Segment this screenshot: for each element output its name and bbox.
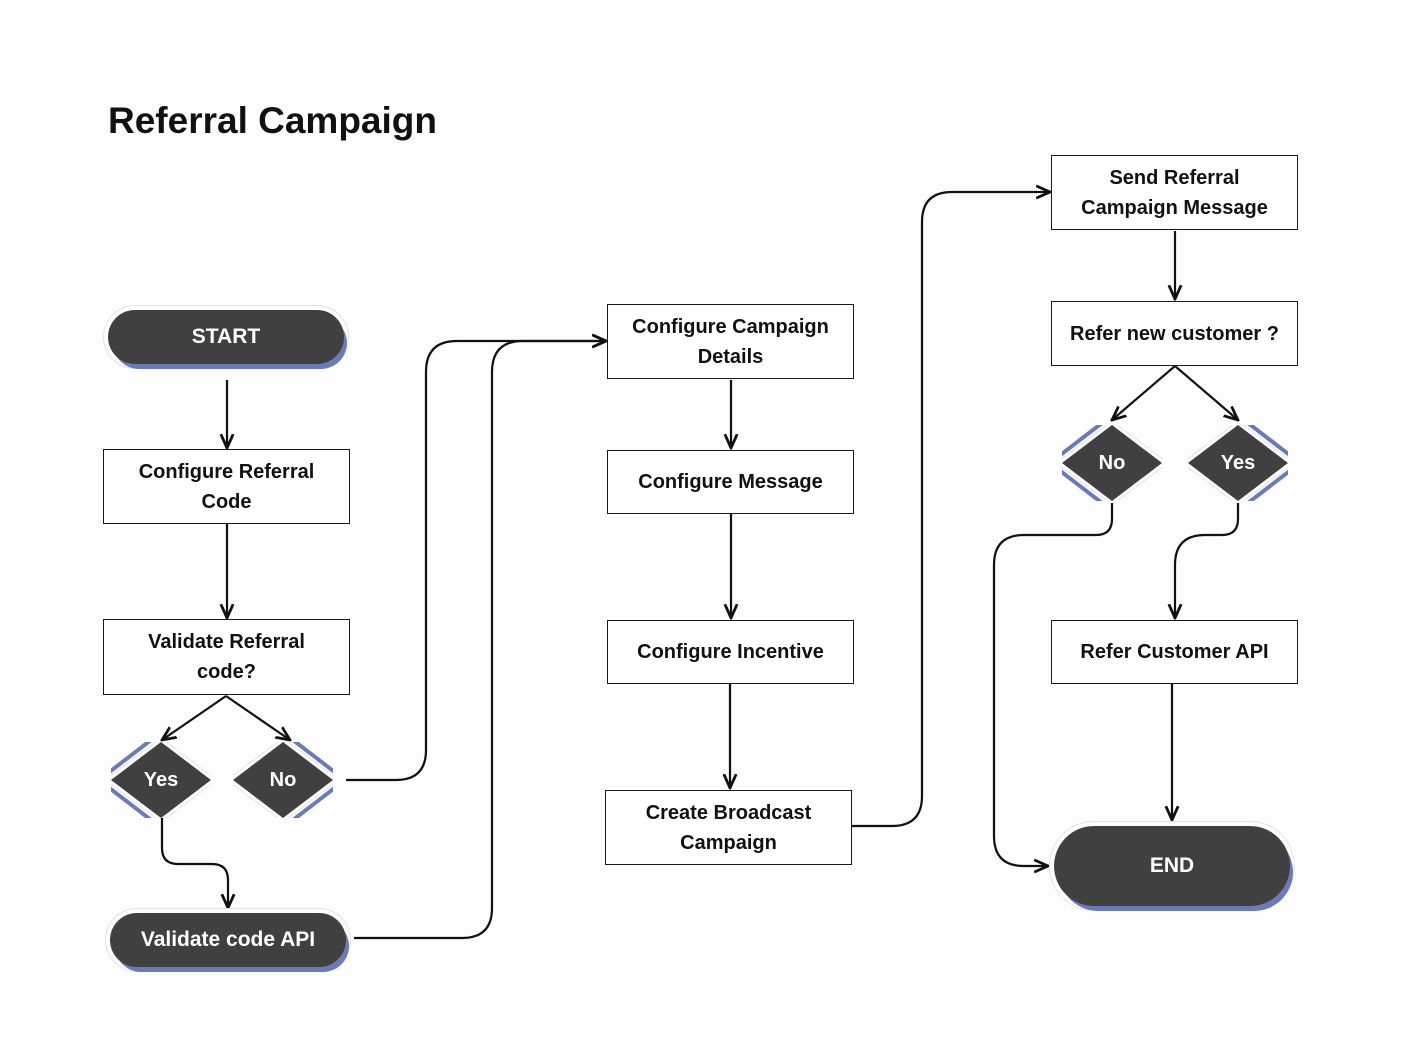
no-decision-left: No — [233, 742, 333, 818]
configure-campaign-details-line2: Details — [697, 345, 764, 368]
configure-incentive-label: Configure Incentive — [637, 641, 824, 663]
refer-customer-api-node: Refer Customer API — [1051, 620, 1298, 684]
validate-referral-code-line1: Validate Referral — [148, 631, 305, 653]
validate-referral-code-line2: code? — [197, 661, 256, 683]
yes-decision-left: Yes — [111, 742, 211, 818]
edge-validate-api-to-configure-campaign — [354, 341, 606, 940]
create-broadcast-campaign-node: Create Broadcast Campaign — [605, 790, 852, 865]
diamond-shape — [1188, 425, 1288, 501]
no-decision-right: No — [1062, 425, 1162, 501]
validate-code-api-node: Validate code API — [110, 913, 346, 967]
configure-incentive-node: Configure Incentive — [607, 620, 854, 684]
diamond-shape — [1062, 425, 1162, 501]
send-referral-campaign-message-node: Send Referral Campaign Message — [1051, 155, 1298, 230]
yes-right-label: Yes — [1220, 451, 1256, 474]
edge-no-to-end — [992, 503, 1114, 866]
configure-message-label: Configure Message — [638, 471, 823, 493]
start-node: START — [108, 310, 344, 364]
configure-message-node: Configure Message — [607, 450, 854, 514]
create-broadcast-campaign-line1: Create Broadcast — [645, 801, 812, 824]
diagram-title: Referral Campaign — [108, 100, 437, 141]
yes-decision-right: Yes — [1188, 425, 1288, 501]
edge-refer-new-to-yes — [1174, 365, 1238, 420]
configure-campaign-details-line1: Configure Campaign — [632, 315, 829, 338]
edge-refer-new-to-no — [1112, 365, 1176, 420]
no-left-label: No — [269, 768, 297, 791]
validate-referral-code-node: Validate Referral code? — [103, 619, 350, 695]
edge-validate-to-no — [225, 695, 290, 740]
edge-validate-to-yes — [162, 695, 227, 740]
refer-customer-api-label: Refer Customer API — [1080, 641, 1269, 663]
end-label: END — [1149, 854, 1195, 877]
send-referral-message-line1: Send Referral — [1109, 166, 1240, 189]
configure-referral-code-node: Configure Referral Code — [103, 449, 350, 524]
no-right-label: No — [1098, 451, 1126, 474]
diamond-shape — [233, 742, 333, 818]
edge-broadcast-to-send-message — [852, 192, 1050, 828]
configure-referral-code-line2: Code — [201, 490, 252, 513]
configure-campaign-details-node: Configure Campaign Details — [607, 304, 854, 379]
diamond-shape — [111, 742, 211, 818]
refer-new-customer-label: Refer new customer ? — [1070, 322, 1279, 345]
end-node: END — [1054, 826, 1290, 906]
send-referral-message-line2: Campaign Message — [1081, 196, 1268, 219]
edge-no-to-configure-campaign — [346, 341, 606, 782]
configure-referral-code-line1: Configure Referral — [138, 460, 315, 483]
refer-new-customer-node: Refer new customer ? — [1051, 301, 1298, 366]
validate-code-api-label: Validate code API — [140, 928, 316, 951]
yes-left-label: Yes — [143, 768, 179, 791]
edge-yes-to-validate-api — [160, 818, 228, 908]
edge-yes-to-refer-api — [1175, 503, 1240, 618]
create-broadcast-campaign-line2: Campaign — [680, 831, 777, 854]
start-label: START — [191, 325, 261, 348]
